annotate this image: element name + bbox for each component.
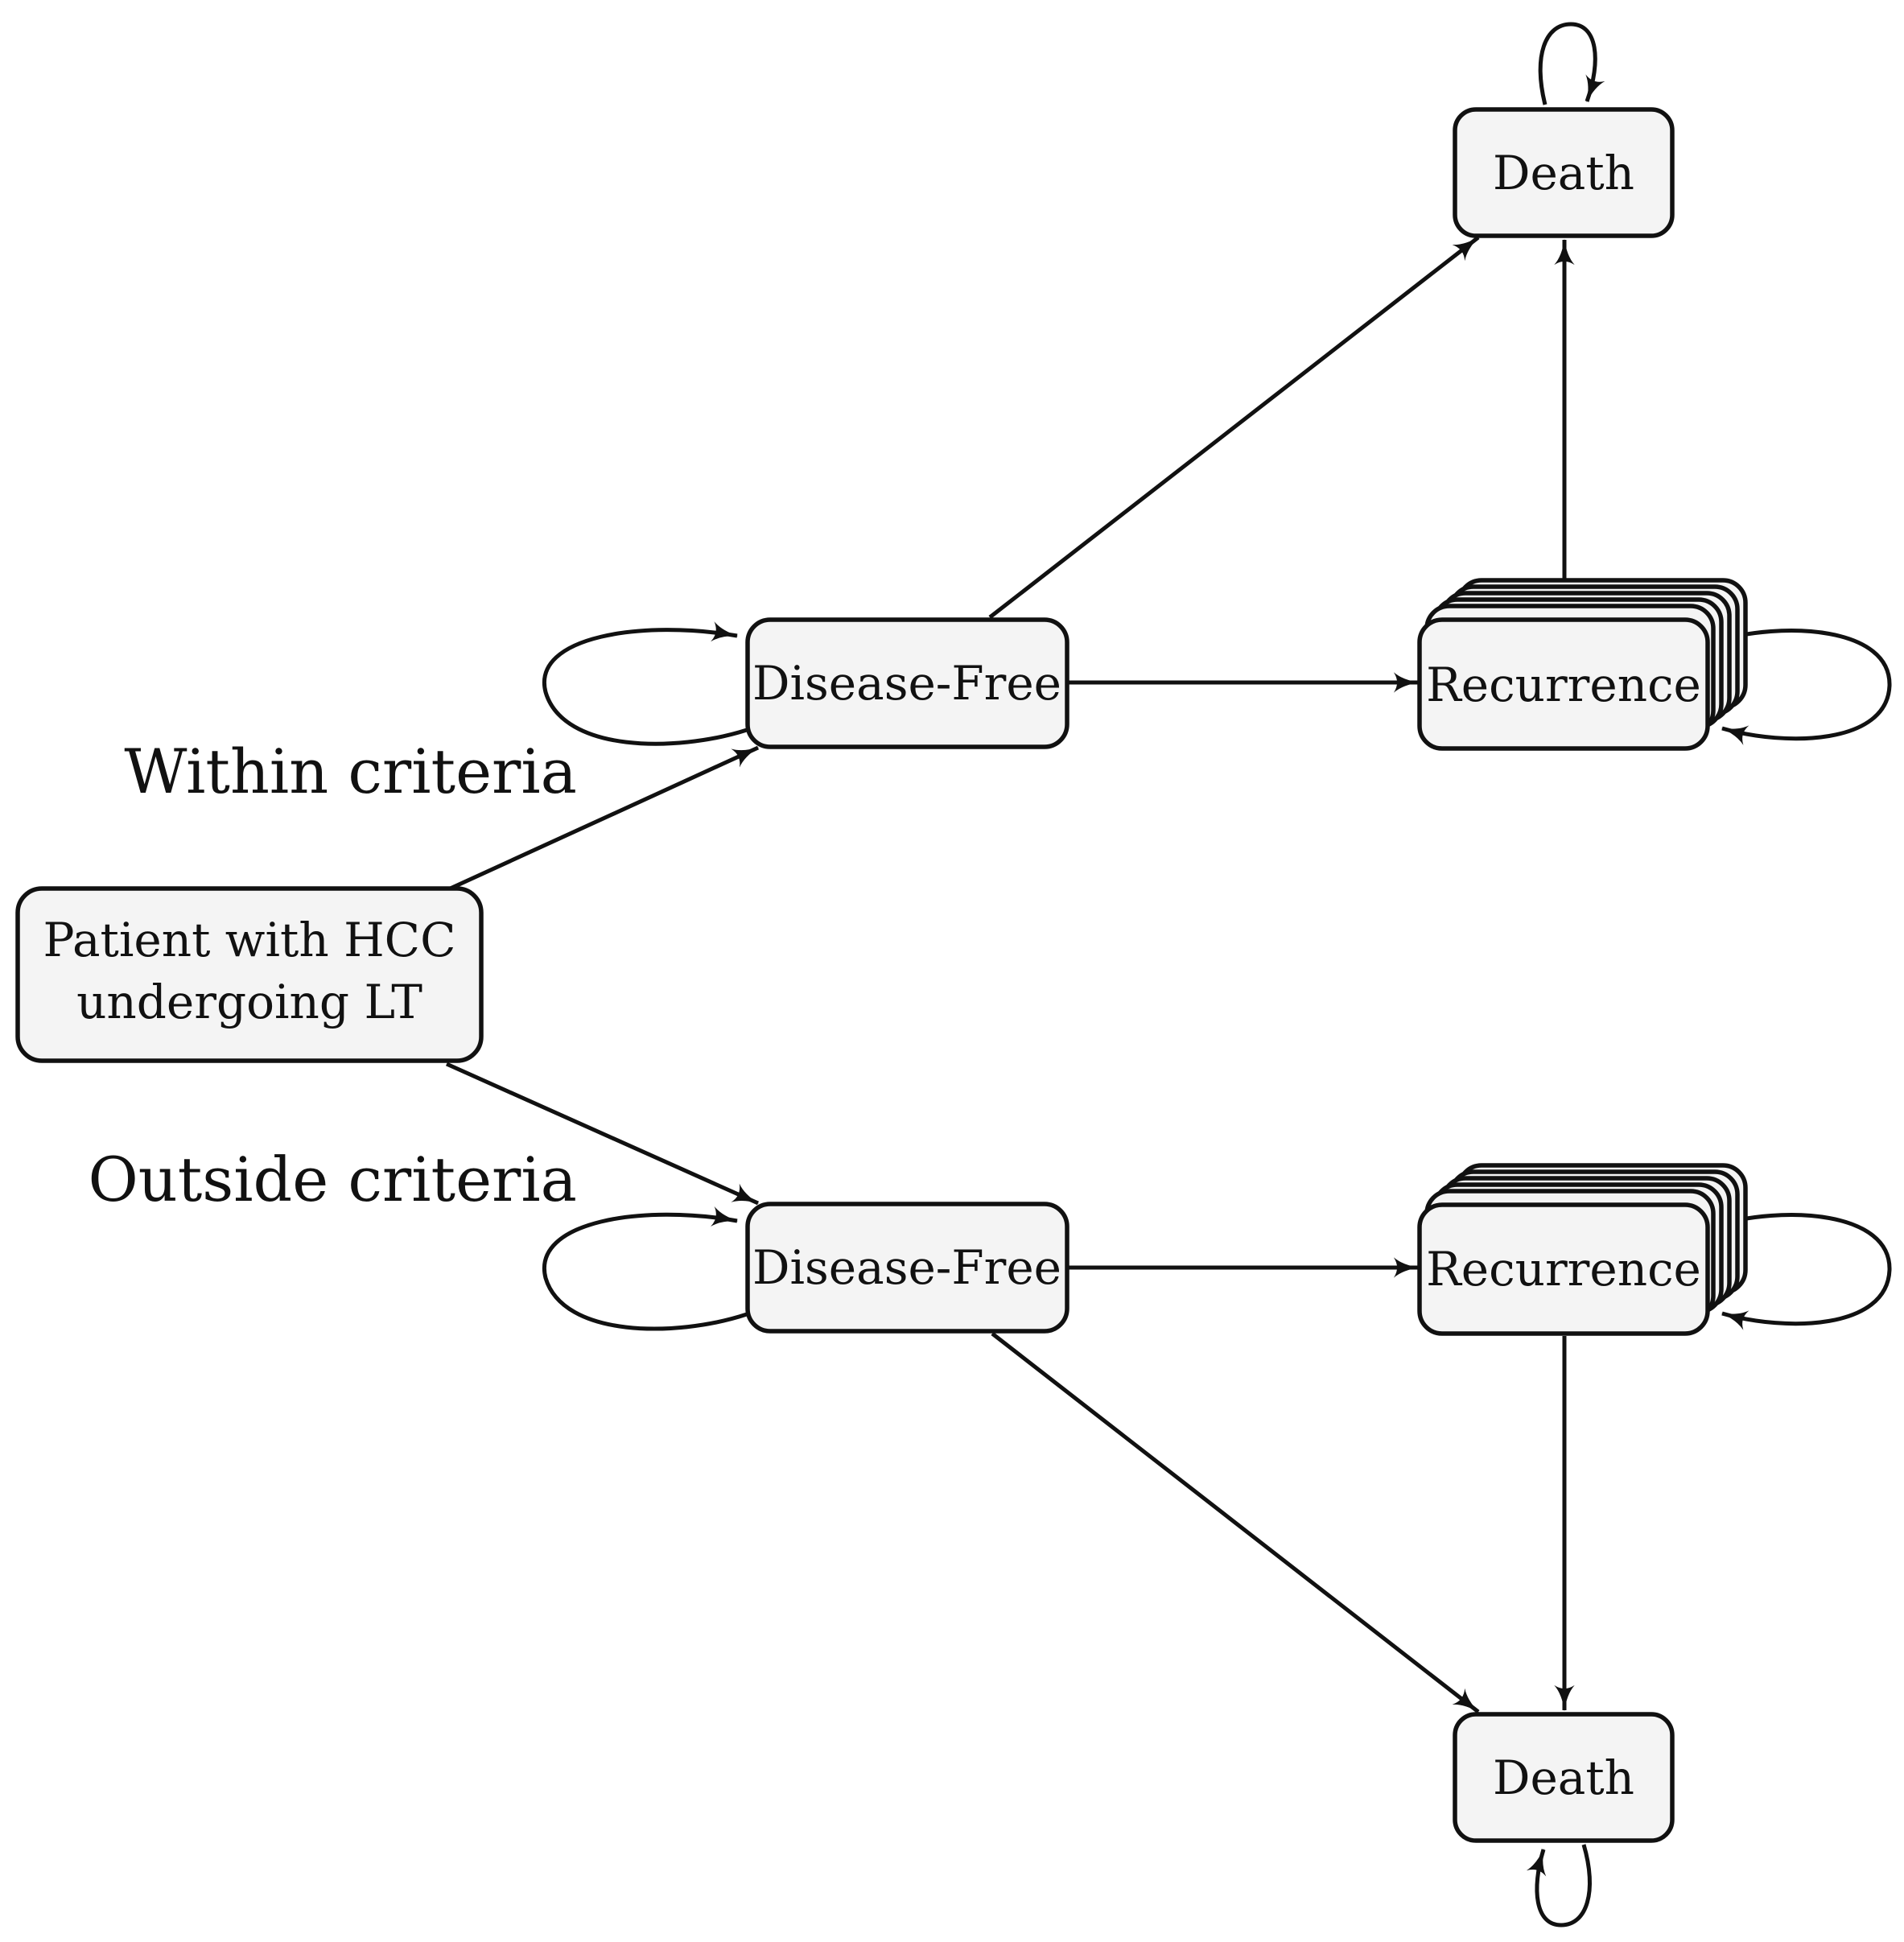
node-outside-death-label: Death — [1493, 1750, 1634, 1805]
node-patient-line1: Patient with HCC — [43, 913, 456, 967]
node-within-death-label: Death — [1493, 146, 1634, 200]
self-loop-within-recurrence — [1710, 629, 1892, 745]
edge-within-disease-free-to-death — [988, 236, 1480, 619]
edges — [445, 22, 1892, 1928]
self-loop-outside-disease-free — [542, 1206, 748, 1331]
label-outside-criteria: Outside criteria — [88, 1144, 577, 1215]
node-outside-recurrence: Recurrence — [1417, 1163, 1748, 1336]
node-within-disease-free-label: Disease-Free — [752, 656, 1061, 711]
edge-patient-to-outside-disease-free — [445, 1062, 760, 1206]
node-outside-death: Death — [1453, 1712, 1675, 1843]
node-within-disease-free: Disease-Free — [745, 617, 1069, 749]
self-loop-within-disease-free — [542, 621, 748, 746]
edge-patient-to-within-disease-free — [445, 745, 760, 893]
node-within-recurrence-label: Recurrence — [1426, 658, 1701, 712]
node-outside-recurrence-label: Recurrence — [1426, 1242, 1701, 1297]
self-loop-outside-recurrence — [1710, 1213, 1892, 1330]
edge-outside-disease-free-to-death — [991, 1332, 1480, 1713]
self-loop-outside-death — [1526, 1844, 1592, 1928]
node-within-death: Death — [1453, 107, 1675, 238]
node-within-recurrence: Recurrence — [1417, 578, 1748, 751]
node-patient: Patient with HCC undergoing LT — [15, 886, 484, 1063]
node-outside-disease-free-label: Disease-Free — [752, 1240, 1061, 1295]
self-loop-within-death — [1538, 22, 1605, 105]
node-patient-line2: undergoing LT — [76, 975, 422, 1029]
label-within-criteria: Within criteria — [124, 736, 577, 807]
node-outside-disease-free: Disease-Free — [745, 1202, 1069, 1334]
